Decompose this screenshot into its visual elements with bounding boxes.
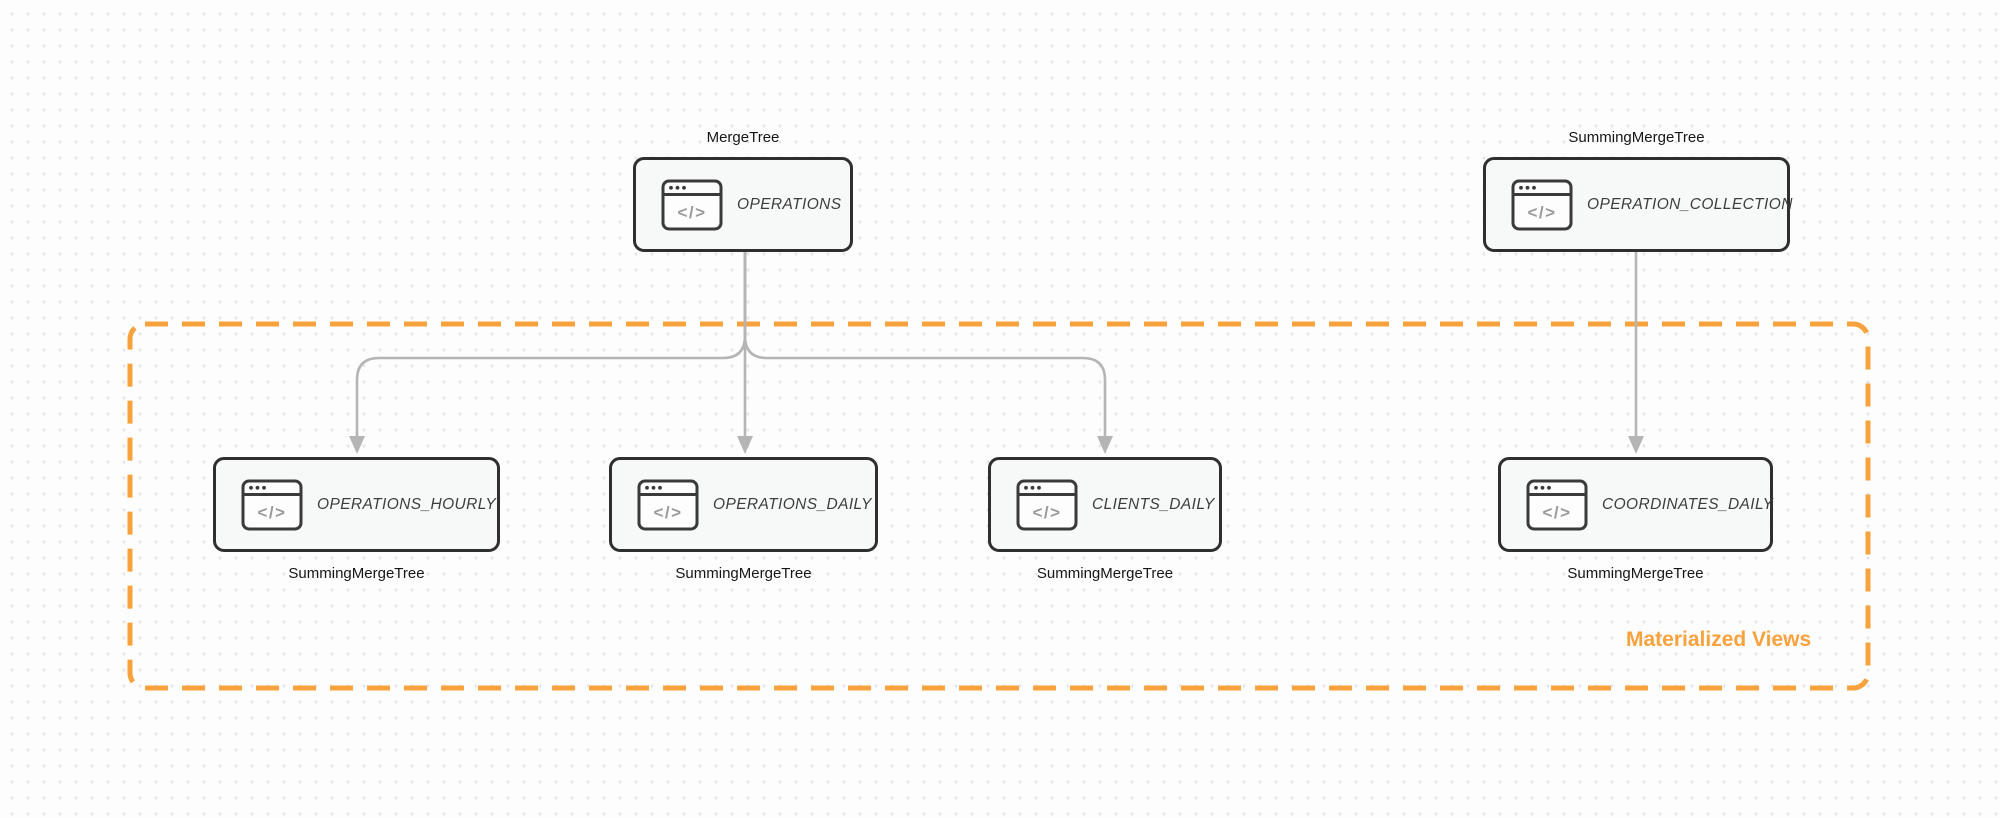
node-operation-collection: </> OPERATION_COLLECTION SummingMergeTre… <box>1483 129 1793 252</box>
svg-text:</>: </> <box>1032 503 1061 522</box>
engine-type-label: SummingMergeTree <box>675 565 812 582</box>
arrowhead-icon <box>1097 436 1113 454</box>
code-window-icon: </> <box>1526 479 1588 530</box>
svg-text:</>: </> <box>257 503 286 522</box>
svg-text:</>: </> <box>677 203 706 222</box>
engine-type-label: SummingMergeTree <box>1567 565 1704 582</box>
code-window-icon: </> <box>661 179 723 230</box>
node-operations-daily: </> OPERATIONS_DAILY SummingMergeTree <box>609 457 878 582</box>
edge-operations-to-operations-hourly <box>355 252 747 436</box>
materialized-views-group-border <box>127 321 1871 691</box>
svg-text:</>: </> <box>1527 203 1556 222</box>
node-name-label: COORDINATES_DAILY <box>1602 495 1774 513</box>
code-window-icon: </> <box>241 479 303 530</box>
arrowhead-icon <box>349 436 365 454</box>
engine-type-label: MergeTree <box>706 129 780 146</box>
arrowhead-icon <box>737 436 753 454</box>
node-name-label: OPERATIONS_HOURLY <box>317 495 497 513</box>
materialized-views-group-label: Materialized Views <box>1626 628 1812 651</box>
node-name-label: OPERATION_COLLECTION <box>1587 195 1793 213</box>
engine-type-label: SummingMergeTree <box>1036 565 1174 582</box>
edge-operations-to-clients-daily <box>743 252 1107 436</box>
svg-text:</>: </> <box>1542 503 1571 522</box>
node-clients-daily: </> CLIENTS_DAILY SummingMergeTree <box>988 457 1222 582</box>
node-name-label: OPERATIONS <box>737 195 842 213</box>
engine-type-label: SummingMergeTree <box>288 565 425 582</box>
arrowhead-icon <box>1628 436 1644 454</box>
code-window-icon: </> <box>637 479 699 530</box>
node-operations: </> OPERATIONS MergeTree <box>633 129 853 252</box>
node-coordinates-daily: </> COORDINATES_DAILY SummingMergeTree <box>1498 457 1774 582</box>
node-name-label: CLIENTS_DAILY <box>1092 495 1215 513</box>
node-name-label: OPERATIONS_DAILY <box>713 495 872 513</box>
svg-text:</>: </> <box>653 503 682 522</box>
code-window-icon: </> <box>1511 179 1573 230</box>
code-window-icon: </> <box>1016 479 1078 530</box>
node-operations-hourly: </> OPERATIONS_HOURLY SummingMergeTree <box>213 457 500 582</box>
engine-type-label: SummingMergeTree <box>1568 129 1705 146</box>
